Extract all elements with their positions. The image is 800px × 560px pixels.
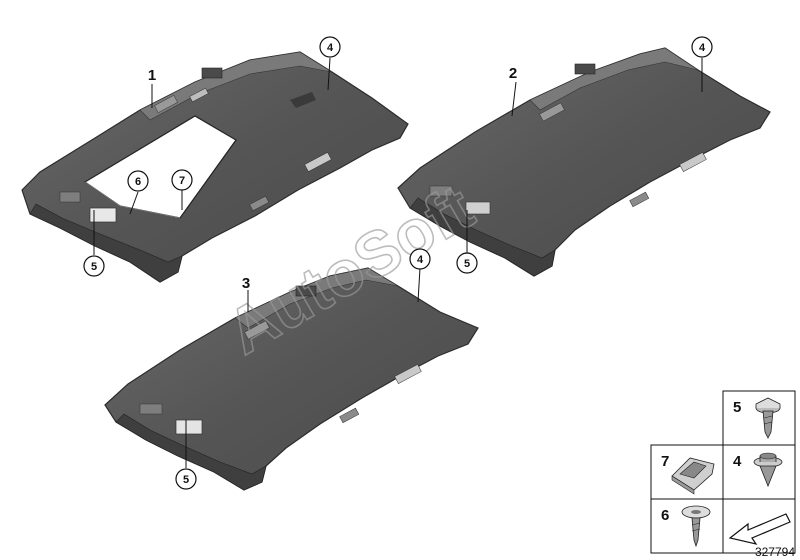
leader-lines bbox=[93, 57, 703, 468]
svg-text:5: 5 bbox=[183, 474, 189, 486]
callout-5-headliner-3: 5 bbox=[175, 468, 197, 490]
callout-5-headliner-2: 5 bbox=[456, 252, 478, 274]
part-label-3: 3 bbox=[242, 275, 250, 292]
svg-text:6: 6 bbox=[135, 176, 141, 188]
screw-5-icon bbox=[755, 397, 781, 439]
svg-text:5: 5 bbox=[91, 261, 97, 273]
headliner-2 bbox=[397, 47, 771, 277]
callout-6: 6 bbox=[127, 170, 149, 192]
svg-text:5: 5 bbox=[464, 258, 470, 270]
svg-text:4: 4 bbox=[417, 254, 424, 266]
part-label-1: 1 bbox=[148, 67, 156, 84]
legend-label-5: 5 bbox=[733, 399, 741, 416]
legend-label-6: 6 bbox=[661, 507, 669, 524]
fastener-legend: 5 7 4 6 bbox=[650, 390, 796, 554]
direction-arrow-icon bbox=[728, 513, 791, 545]
part-label-2: 2 bbox=[509, 65, 517, 82]
svg-text:7: 7 bbox=[179, 175, 185, 187]
svg-text:4: 4 bbox=[699, 42, 706, 54]
plug-4-icon bbox=[753, 452, 783, 488]
diagram-id: 327794 bbox=[755, 545, 795, 559]
callout-4-headliner-2: 4 bbox=[691, 36, 713, 58]
callout-5-headliner-1: 5 bbox=[83, 255, 105, 277]
headliner-3 bbox=[104, 267, 479, 491]
screw-6-icon bbox=[681, 505, 711, 548]
callout-7: 7 bbox=[171, 169, 193, 191]
legend-label-4: 4 bbox=[733, 453, 742, 470]
legend-label-7: 7 bbox=[661, 453, 669, 470]
headliner-1-sunroof bbox=[21, 51, 409, 283]
clip-7-icon bbox=[671, 457, 715, 495]
callout-4-headliner-1: 4 bbox=[319, 36, 341, 58]
svg-text:4: 4 bbox=[327, 42, 334, 54]
callout-4-headliner-3: 4 bbox=[409, 248, 431, 270]
